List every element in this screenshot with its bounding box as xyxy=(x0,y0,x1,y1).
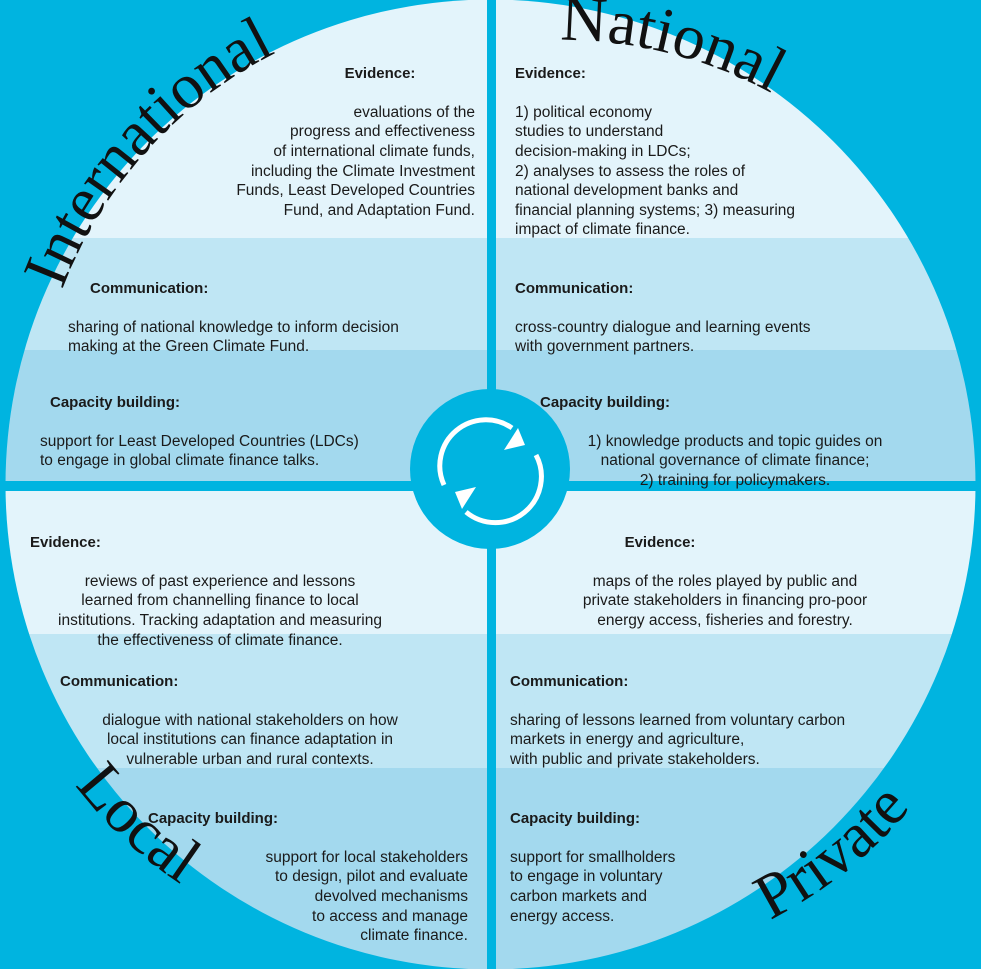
private-evidence-text: maps of the roles played by public and p… xyxy=(582,572,868,629)
international-communication: Communication: sharing of national knowl… xyxy=(68,259,478,357)
private-evidence: Evidence: maps of the roles played by pu… xyxy=(535,513,915,631)
international-evidence-heading: Evidence: xyxy=(344,64,416,82)
national-communication: Communication: cross-country dialogue an… xyxy=(515,259,895,357)
private-communication-heading: Communication: xyxy=(510,672,629,690)
national-evidence: Evidence: 1) political economy studies t… xyxy=(515,44,815,240)
cycle-arrows-icon xyxy=(437,417,544,526)
private-capacity: Capacity building: support for smallhold… xyxy=(510,789,810,926)
local-evidence-heading: Evidence: xyxy=(30,533,101,551)
national-evidence-heading: Evidence: xyxy=(515,64,586,82)
private-evidence-heading: Evidence: xyxy=(624,533,696,551)
national-capacity: Capacity building: 1) knowledge products… xyxy=(540,373,930,491)
private-capacity-heading: Capacity building: xyxy=(510,809,641,827)
national-communication-text: cross-country dialogue and learning even… xyxy=(515,318,811,356)
international-evidence: Evidence: evaluations of the progress an… xyxy=(175,44,475,220)
local-capacity: Capacity building: support for local sta… xyxy=(148,789,468,946)
international-capacity: Capacity building: support for Least Dev… xyxy=(40,373,440,471)
private-capacity-text: support for smallholders to engage in vo… xyxy=(510,848,676,925)
international-evidence-text: evaluations of the progress and effectiv… xyxy=(236,103,475,219)
local-capacity-heading: Capacity building: xyxy=(148,809,279,827)
national-capacity-heading: Capacity building: xyxy=(540,393,671,411)
local-communication-text: dialogue with national stakeholders on h… xyxy=(102,711,398,768)
international-communication-text: sharing of national knowledge to inform … xyxy=(68,318,399,356)
private-communication-text: sharing of lessons learned from voluntar… xyxy=(510,711,846,768)
international-capacity-text: support for Least Developed Countries (L… xyxy=(40,432,359,470)
international-capacity-heading: Capacity building: xyxy=(50,393,181,411)
national-evidence-text: 1) political economy studies to understa… xyxy=(515,103,795,239)
national-communication-heading: Communication: xyxy=(515,279,634,297)
local-communication-heading: Communication: xyxy=(60,672,179,690)
local-capacity-text: support for local stakeholders to design… xyxy=(265,848,468,945)
private-communication: Communication: sharing of lessons learne… xyxy=(510,652,930,770)
local-evidence: Evidence: reviews of past experience and… xyxy=(20,513,420,650)
international-communication-heading: Communication: xyxy=(90,279,209,297)
cycle-arrowhead-bottom xyxy=(455,487,476,509)
local-communication: Communication: dialogue with national st… xyxy=(60,652,440,770)
cycle-arrowhead-top xyxy=(504,428,525,450)
national-capacity-text: 1) knowledge products and topic guides o… xyxy=(587,432,883,489)
local-evidence-text: reviews of past experience and lessons l… xyxy=(58,572,382,649)
